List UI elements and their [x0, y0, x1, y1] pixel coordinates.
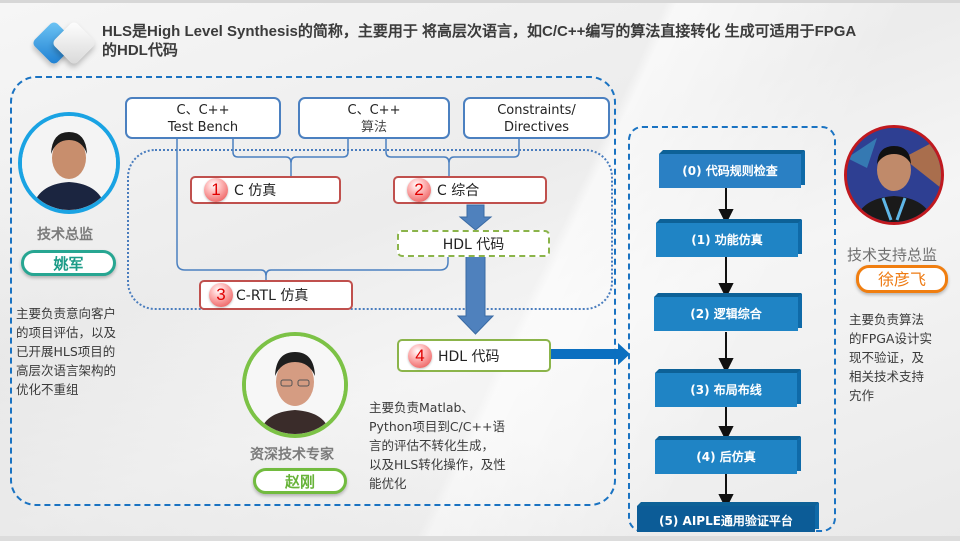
- page-title: HLS是High Level Synthesis的简称，主要用于 将高层次语言，…: [102, 23, 857, 59]
- portrait-icon: [246, 336, 344, 434]
- step-number-badge: 2: [407, 178, 431, 202]
- description-line: 主要负责算法: [849, 312, 925, 327]
- role-label: 技术总监: [37, 227, 93, 243]
- portrait-icon: [22, 116, 116, 210]
- flow-step-place-route: (3) 布局布线: [655, 373, 797, 407]
- description-line: Python项目到C/C++语: [369, 419, 505, 434]
- source-line2: Test Bench: [167, 120, 239, 135]
- source-line1: Constraints/: [497, 103, 576, 118]
- role-label: 技术支持总监: [847, 246, 938, 264]
- name-badge-zhao-gang: 赵刚: [253, 468, 347, 494]
- step-hdl-output: 4 HDL 代码: [397, 339, 551, 372]
- description-xu-yanfei: 主要负责算法 的FPGA设计实 现不验证，及 相关技术支持 宄作: [849, 310, 959, 405]
- flow-step-logic-synth: (2) 逻辑综合: [654, 297, 798, 331]
- step-hdl-intermediate: HDL 代码: [397, 230, 550, 257]
- step-number-badge: 3: [209, 283, 233, 307]
- avatar-xu-yanfei: [844, 125, 944, 225]
- name-badge-yao-jun: 姚军: [21, 250, 116, 276]
- source-line2: 算法: [360, 120, 387, 135]
- step-c-synthesis: 2 C 综合: [393, 176, 547, 204]
- step-number-badge: 1: [204, 178, 228, 202]
- avatar-yao-jun: [18, 112, 120, 214]
- avatar-zhao-gang: [242, 332, 348, 438]
- step-c-rtl-simulation: 3 C-RTL 仿真: [199, 280, 353, 310]
- description-line: 主要负责意向客户: [16, 306, 117, 321]
- portrait-icon: [847, 128, 941, 222]
- description-line: 优化不重组: [16, 382, 79, 397]
- description-yao-jun: 主要负责意向客户 的项目评估，以及 已开展HLS项目的 高层次语言架构的 优化不…: [16, 304, 156, 399]
- description-zhao-gang: 主要负责Matlab、 Python项目到C/C++语 言的评估不转化生成， 以…: [369, 398, 569, 493]
- top-rule: [0, 0, 960, 3]
- description-line: 以及HLS转化操作，及性: [369, 457, 506, 472]
- role-label: 资深技术专家: [250, 447, 334, 463]
- flow-step-rule-check: (0) 代码规则检查: [659, 154, 801, 188]
- flow-step-post-sim: (4) 后仿真: [655, 440, 797, 474]
- description-line: 宄作: [849, 388, 875, 403]
- source-line1: C、C++: [347, 103, 401, 118]
- step-label: C 仿真: [234, 183, 277, 199]
- step-c-simulation: 1 C 仿真: [190, 176, 341, 204]
- logo-icon: [30, 20, 100, 68]
- source-algorithm: C、C++ 算法: [298, 97, 450, 139]
- name-badge-xu-yanfei: 徐彦飞: [856, 265, 948, 293]
- step-label: C 综合: [437, 183, 480, 199]
- step-label: HDL 代码: [442, 236, 505, 253]
- step-label: C-RTL 仿真: [236, 288, 309, 304]
- description-line: 主要负责Matlab、: [369, 400, 474, 415]
- description-line: 已开展HLS项目的: [16, 344, 116, 359]
- description-line: 高层次语言架构的: [16, 363, 117, 378]
- flow-step-function-sim: (1) 功能仿真: [656, 223, 798, 257]
- flow-step-aiple-platform: (5) AIPLE通用验证平台: [637, 506, 815, 532]
- source-testbench: C、C++ Test Bench: [125, 97, 281, 139]
- description-line: 的FPGA设计实: [849, 331, 932, 346]
- source-constraints: Constraints/ Directives: [463, 97, 610, 139]
- bottom-rule: [0, 536, 960, 541]
- description-line: 能优化: [369, 476, 407, 491]
- step-number-badge: 4: [408, 343, 432, 368]
- description-line: 言的评估不转化生成，: [369, 438, 495, 453]
- source-line1: C、C++: [176, 103, 230, 118]
- step-label: HDL 代码: [438, 348, 500, 365]
- source-line2: Directives: [504, 120, 569, 135]
- hls-team-frame: [10, 76, 616, 506]
- description-line: 现不验证，及: [849, 350, 925, 365]
- description-line: 相关技术支持: [849, 369, 925, 384]
- description-line: 的项目评估，以及: [16, 325, 117, 340]
